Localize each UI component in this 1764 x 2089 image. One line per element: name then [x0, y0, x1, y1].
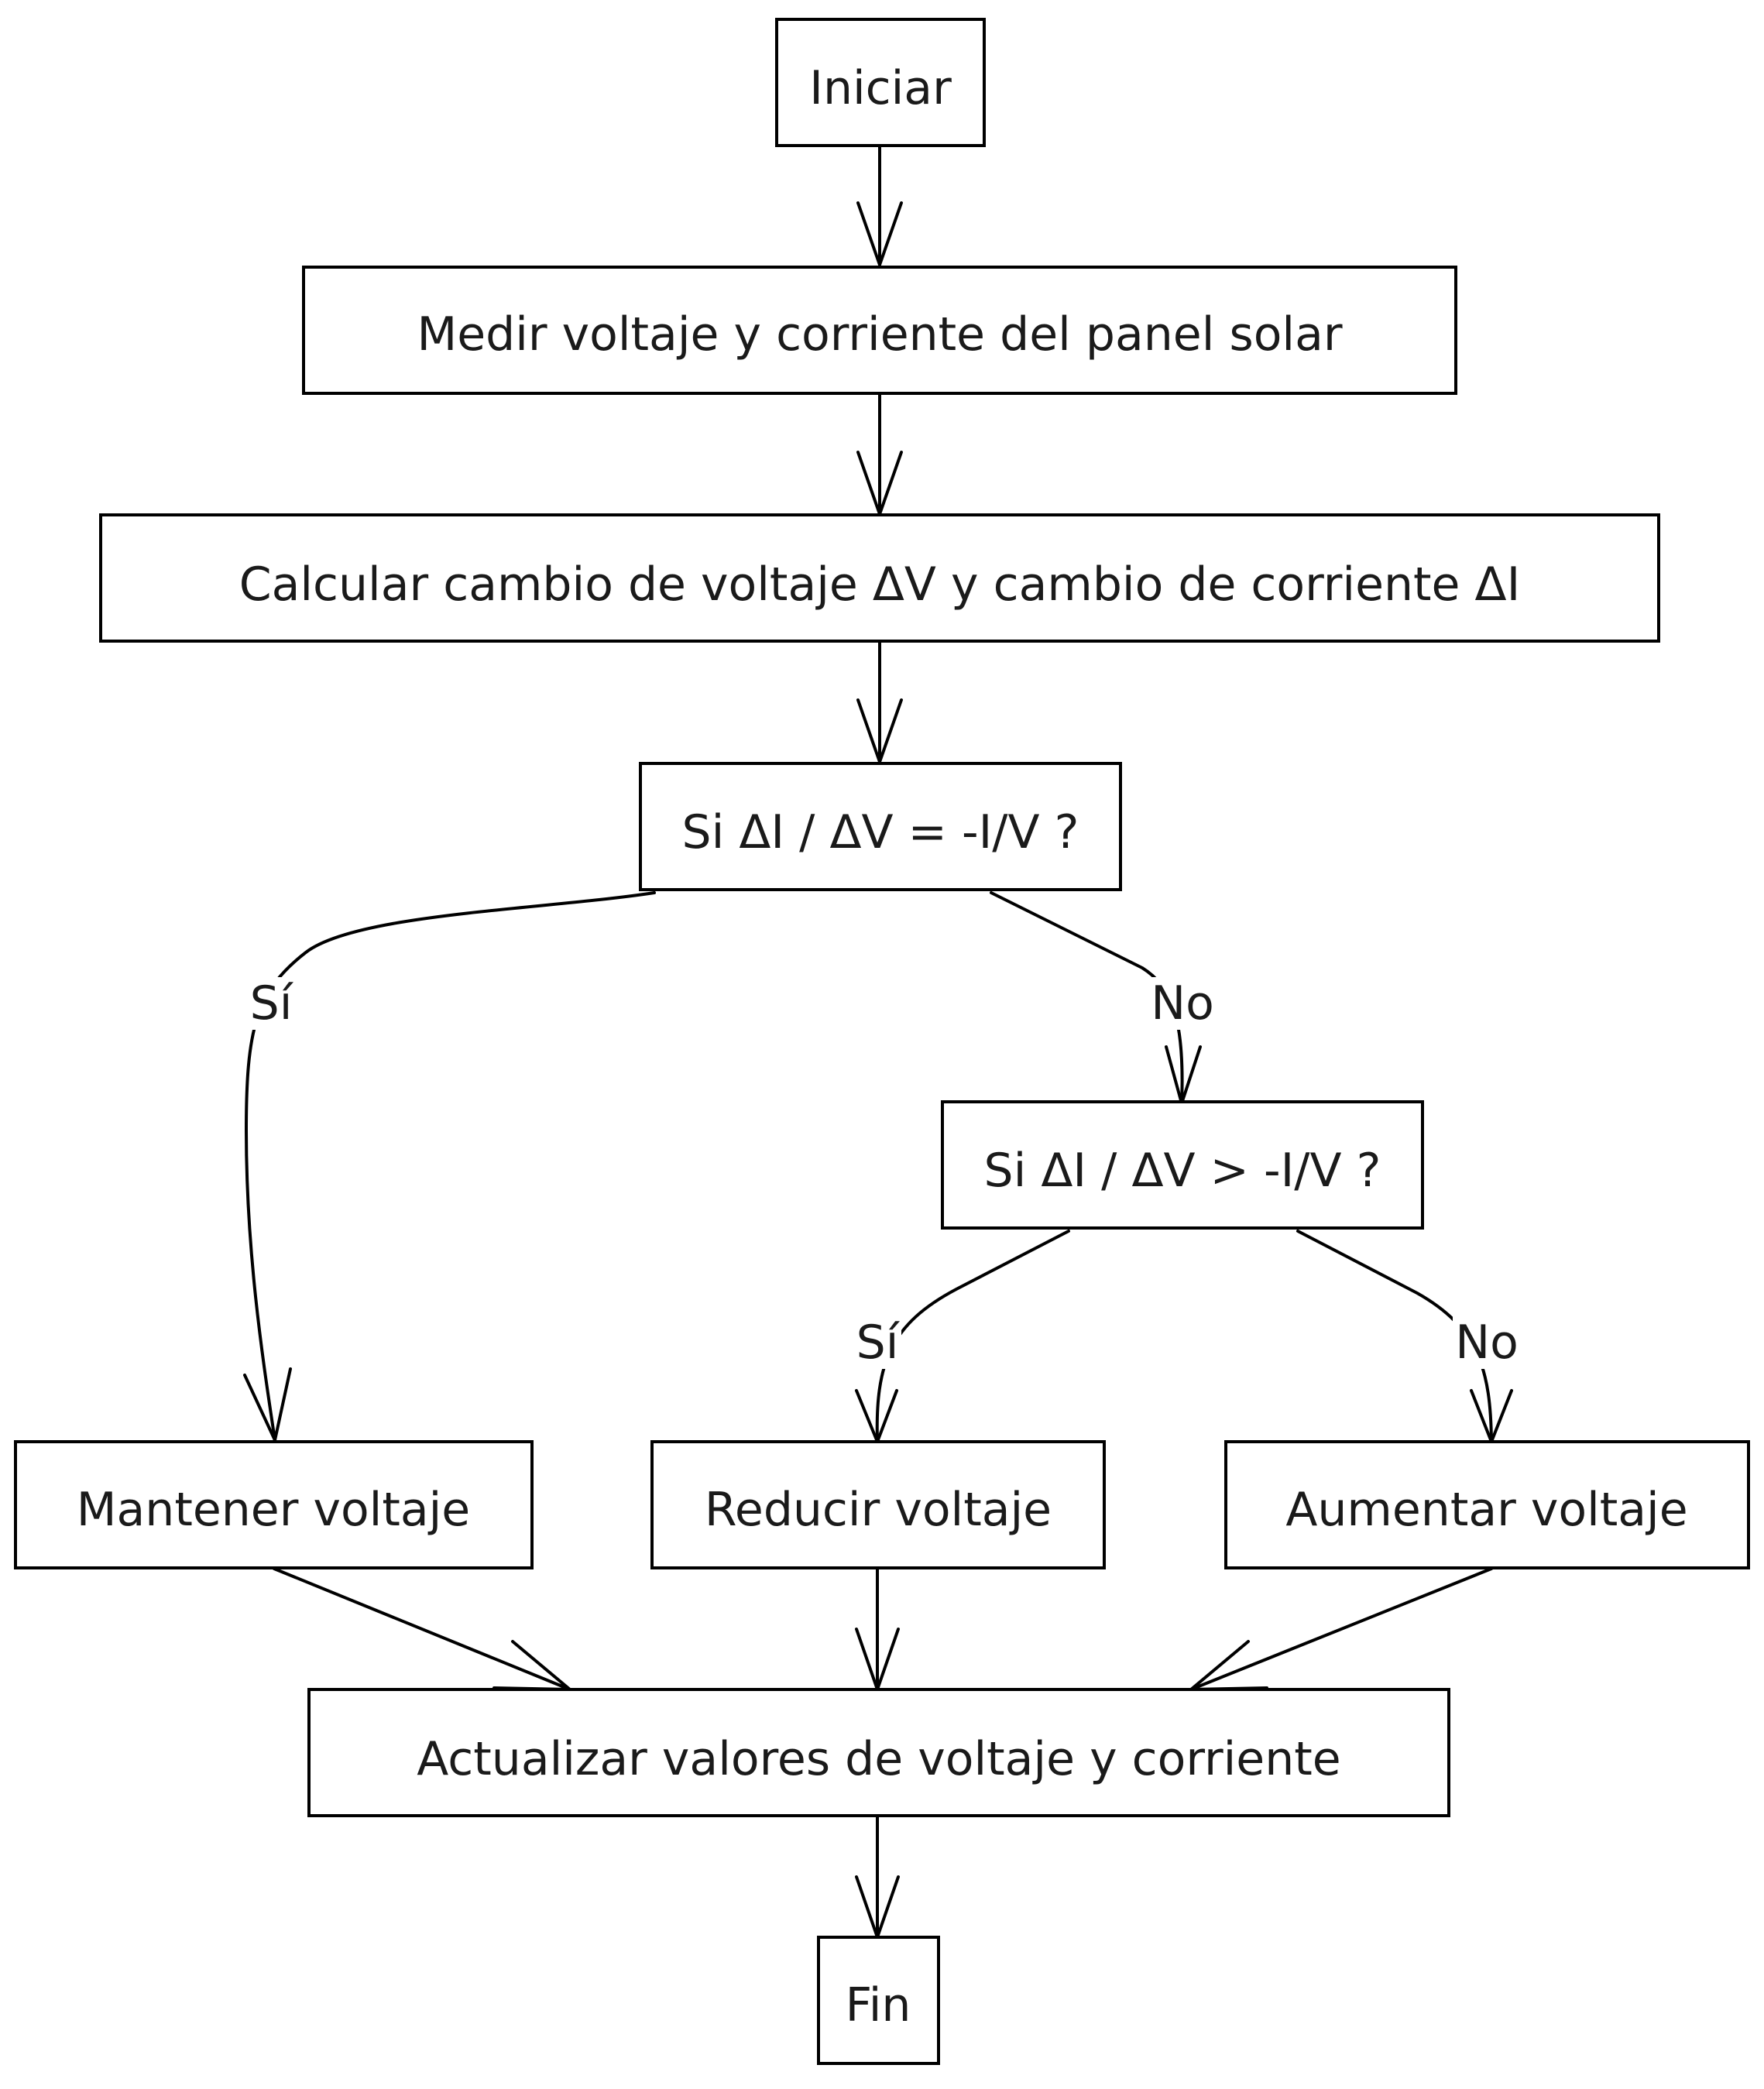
node-maintain: Mantener voltaje — [14, 1440, 534, 1569]
edge-increase-to-update — [1189, 1567, 1493, 1691]
edge-update-to-end — [855, 1815, 900, 1939]
node-reduce: Reducir voltaje — [650, 1440, 1106, 1569]
node-increase: Aumentar voltaje — [1224, 1440, 1750, 1569]
label-decision2-no: No — [1455, 1315, 1519, 1370]
node-measure: Medir voltaje y corriente del panel sola… — [302, 266, 1457, 395]
node-decision2: Si ΔI / ΔV > -I/V ? — [941, 1100, 1424, 1230]
node-start: Iniciar — [775, 18, 986, 147]
node-end-label: Fin — [846, 1978, 911, 2032]
edge-maintain-to-update — [273, 1567, 571, 1691]
label-decision1-no: No — [1151, 976, 1214, 1031]
node-start-label: Iniciar — [809, 61, 952, 115]
node-update: Actualizar valores de voltaje y corrient… — [307, 1688, 1450, 1817]
node-measure-label: Medir voltaje y corriente del panel sola… — [417, 307, 1342, 362]
edge-labels: Sí No Sí No — [245, 976, 1521, 1370]
node-maintain-label: Mantener voltaje — [77, 1483, 470, 1537]
node-decision1-label: Si ΔI / ΔV = -I/V ? — [682, 805, 1079, 859]
node-increase-label: Aumentar voltaje — [1285, 1483, 1687, 1537]
label-decision2-yes: Sí — [856, 1315, 901, 1370]
edge-decision1-yes — [245, 891, 656, 1442]
node-reduce-label: Reducir voltaje — [705, 1483, 1052, 1537]
edges — [243, 144, 1513, 1939]
edge-reduce-to-update — [855, 1567, 900, 1691]
label-decision1-yes: Sí — [250, 976, 294, 1031]
node-decision2-label: Si ΔI / ΔV > -I/V ? — [984, 1144, 1381, 1198]
edge-decision2-yes — [875, 1230, 1070, 1443]
node-decision1: Si ΔI / ΔV = -I/V ? — [639, 762, 1122, 891]
edge-measure-to-calculate — [856, 393, 903, 516]
node-calculate-label: Calcular cambio de voltaje ΔV y cambio d… — [239, 557, 1521, 612]
node-calculate: Calcular cambio de voltaje ΔV y cambio d… — [99, 513, 1660, 643]
node-end: Fin — [817, 1936, 940, 2065]
edge-calculate-to-decision1 — [856, 641, 903, 763]
edge-start-to-measure — [856, 144, 903, 266]
node-update-label: Actualizar valores de voltaje y corrient… — [417, 1732, 1340, 1786]
